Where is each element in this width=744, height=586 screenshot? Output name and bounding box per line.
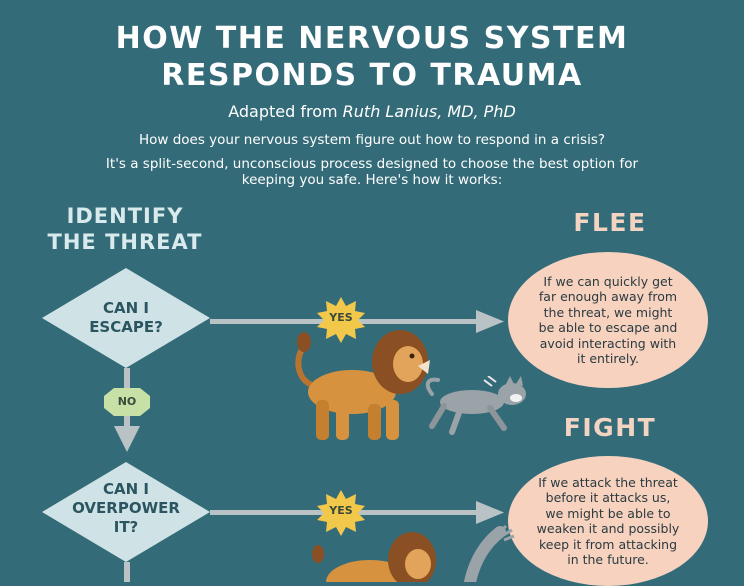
subtitle-prefix: Adapted from [228, 102, 343, 121]
lion-illustration [295, 330, 430, 440]
no-label: NO [117, 395, 137, 408]
octagon-icon [104, 388, 150, 416]
yes-badge-overpower: YES [316, 490, 366, 536]
overpower-decision-diamond: CAN I OVERPOWER IT? [40, 460, 212, 564]
overpower-question-line-1: CAN I [103, 480, 149, 498]
intro-question: How does your nervous system figure out … [138, 132, 606, 148]
identify-threat-heading: IDENTIFY THE THREAT [40, 203, 210, 255]
starburst-icon [317, 490, 365, 536]
fighting-cat-illustration [464, 524, 515, 582]
no-badge: NO [104, 388, 150, 416]
identify-line-2: THE THREAT [47, 230, 203, 254]
yes-badge-escape: YES [316, 297, 366, 343]
cat-illustration [425, 376, 526, 435]
subtitle-author: Ruth Lanius, MD, PhD [342, 102, 516, 121]
flee-description: If we can quickly get far enough away fr… [538, 273, 678, 367]
starburst-icon [317, 297, 365, 343]
flee-heading: FLEE [573, 208, 647, 237]
title-line-2: RESPONDS TO TRAUMA [161, 58, 583, 93]
continue-arrow [124, 562, 130, 582]
yes-label-overpower: YES [329, 504, 353, 517]
flee-description-oval: If we can quickly get far enough away fr… [508, 252, 708, 388]
overpower-question: CAN I OVERPOWER IT? [40, 480, 212, 537]
fight-description: If we attack the threat before it attack… [536, 474, 680, 568]
yes-label-escape: YES [329, 311, 353, 324]
subtitle: Adapted from Ruth Lanius, MD, PhD [0, 102, 744, 121]
diamond-shape [42, 462, 210, 562]
escape-question: CAN I ESCAPE? [40, 299, 212, 337]
title-line-1: HOW THE NERVOUS SYSTEM [115, 21, 629, 56]
overpower-question-line-3: IT? [113, 518, 139, 536]
page-title: HOW THE NERVOUS SYSTEM RESPONDS TO TRAUM… [0, 20, 744, 94]
diamond-shape [42, 268, 210, 368]
fight-description-oval: If we attack the threat before it attack… [508, 456, 708, 586]
escape-question-line-2: ESCAPE? [89, 318, 163, 336]
escape-decision-diamond: CAN I ESCAPE? [40, 266, 212, 370]
intro-explanation: It's a split-second, unconscious process… [105, 156, 639, 188]
identify-line-1: IDENTIFY [66, 204, 184, 228]
fighting-lion-illustration [312, 532, 436, 582]
fight-heading: FIGHT [563, 413, 657, 442]
escape-question-line-1: CAN I [103, 299, 149, 317]
overpower-question-line-2: OVERPOWER [72, 499, 180, 517]
